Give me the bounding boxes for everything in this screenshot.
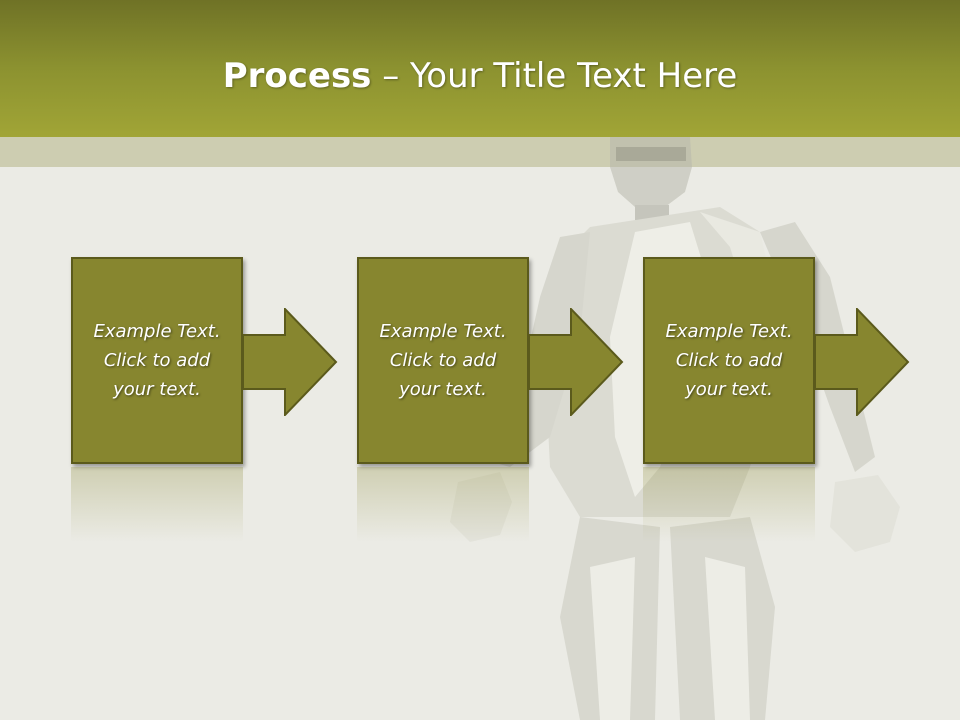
process-step-3-text: Example Text. Click to add your text.: [654, 317, 804, 404]
process-step-3[interactable]: Example Text. Click to add your text.: [643, 257, 815, 464]
step-3-line-1: Example Text.: [665, 321, 793, 342]
step-3-line-2: Click to add: [675, 350, 783, 371]
process-step-1-text: Example Text. Click to add your text.: [82, 317, 232, 404]
process-step-1[interactable]: Example Text. Click to add your text.: [71, 257, 243, 464]
step-2-line-2: Click to add: [389, 350, 497, 371]
title-bar: [0, 0, 960, 137]
process-arrow-2: [529, 308, 624, 416]
title-rest: – Your Title Text Here: [371, 56, 738, 96]
process-arrow-3: [815, 308, 910, 416]
step-1-line-1: Example Text.: [93, 321, 221, 342]
step-3-line-3: your text.: [685, 379, 773, 400]
title-bold: Process: [222, 56, 372, 96]
step-2-line-1: Example Text.: [379, 321, 507, 342]
step-1-line-2: Click to add: [103, 350, 211, 371]
process-step-1-reflection: [71, 467, 243, 542]
step-1-line-3: your text.: [113, 379, 201, 400]
process-step-2-reflection: [357, 467, 529, 542]
slide-title[interactable]: Process – Your Title Text Here: [0, 52, 960, 100]
process-step-3-reflection: [643, 467, 815, 542]
process-step-2[interactable]: Example Text. Click to add your text.: [357, 257, 529, 464]
process-arrow-1: [243, 308, 338, 416]
title-underband: [0, 137, 960, 167]
process-step-2-text: Example Text. Click to add your text.: [368, 317, 518, 404]
step-2-line-3: your text.: [399, 379, 487, 400]
